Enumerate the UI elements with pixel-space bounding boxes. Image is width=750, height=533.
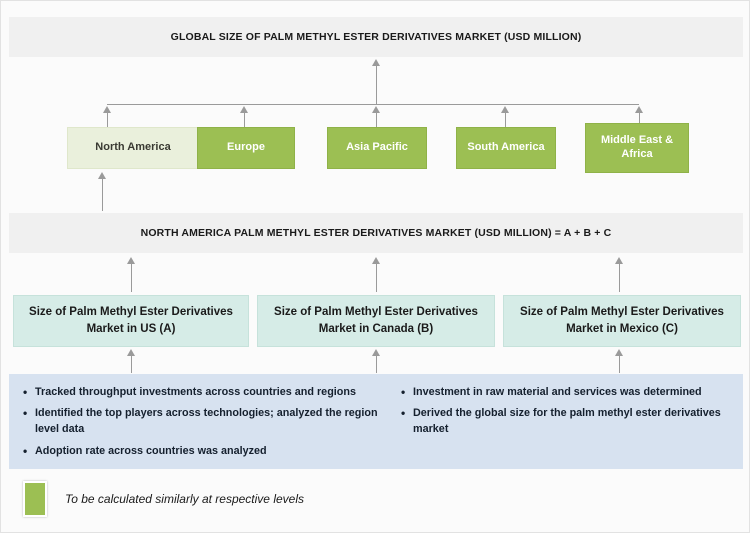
- connector-notes-to-us-line: [131, 356, 132, 373]
- legend-label: To be calculated similarly at respective…: [65, 492, 304, 506]
- note-item: Identified the top players across techno…: [23, 404, 381, 437]
- connector-us-to-na-arrow: [126, 257, 135, 264]
- region-label-middle-east-africa: Middle East & Africa: [600, 134, 674, 160]
- connector-asia-pacific-arrow: [371, 106, 380, 113]
- notes-column-left: Tracked throughput investments across co…: [9, 374, 387, 469]
- legend-swatch-green: [23, 481, 47, 517]
- methodology-notes-panel: Tracked throughput investments across co…: [9, 374, 743, 469]
- connector-mexico-to-na-arrow: [614, 257, 623, 264]
- region-bus-line: [107, 104, 639, 105]
- note-item: Tracked throughput investments across co…: [23, 383, 381, 401]
- connector-notes-to-us-arrow: [126, 349, 135, 356]
- connector-notes-to-mexico-arrow: [614, 349, 623, 356]
- connector-south-america-arrow: [500, 106, 509, 113]
- note-item: Adoption rate across countries was analy…: [23, 442, 381, 460]
- north-america-market-banner: NORTH AMERICA PALM METHYL ESTER DERIVATI…: [9, 213, 743, 253]
- connector-north-america-line: [107, 113, 108, 133]
- notes-column-right: Investment in raw material and services …: [387, 374, 743, 469]
- legend: To be calculated similarly at respective…: [23, 481, 304, 517]
- connector-bus-to-global-arrow: [371, 59, 380, 66]
- connector-north-america-arrow: [102, 106, 111, 113]
- connector-europe-line: [244, 113, 245, 133]
- country-label-mexico: Size of Palm Methyl Ester Derivatives Ma…: [520, 306, 724, 335]
- region-label-south-america: South America: [467, 141, 545, 154]
- region-box-europe[interactable]: Europe: [197, 127, 295, 169]
- region-label-europe: Europe: [227, 141, 265, 154]
- region-box-middle-east-africa[interactable]: Middle East & Africa: [585, 123, 689, 173]
- region-box-north-america[interactable]: North America: [67, 127, 199, 169]
- connector-notes-to-canada-arrow: [371, 349, 380, 356]
- connector-us-to-na-line: [131, 264, 132, 292]
- region-label-asia-pacific: Asia Pacific: [346, 141, 408, 154]
- connector-notes-to-canada-line: [376, 356, 377, 373]
- connector-mexico-to-na-line: [619, 264, 620, 292]
- region-box-south-america[interactable]: South America: [456, 127, 556, 169]
- connector-bus-to-global-line: [376, 66, 377, 104]
- connector-canada-to-na-arrow: [371, 257, 380, 264]
- region-label-north-america: North America: [95, 141, 171, 154]
- region-box-asia-pacific[interactable]: Asia Pacific: [327, 127, 427, 169]
- country-label-us: Size of Palm Methyl Ester Derivatives Ma…: [29, 306, 233, 335]
- country-box-mexico[interactable]: Size of Palm Methyl Ester Derivatives Ma…: [503, 295, 741, 347]
- connector-na-box-to-banner-arrow: [97, 172, 106, 179]
- country-box-canada[interactable]: Size of Palm Methyl Ester Derivatives Ma…: [257, 295, 495, 347]
- connector-notes-to-mexico-line: [619, 356, 620, 373]
- connector-south-america-line: [505, 113, 506, 133]
- note-item: Derived the global size for the palm met…: [401, 404, 737, 437]
- connector-asia-pacific-line: [376, 113, 377, 133]
- connector-na-box-to-banner-line: [102, 179, 103, 211]
- connector-europe-arrow: [239, 106, 248, 113]
- connector-middle-east-africa-arrow: [634, 106, 643, 113]
- connector-canada-to-na-line: [376, 264, 377, 292]
- country-box-us[interactable]: Size of Palm Methyl Ester Derivatives Ma…: [13, 295, 249, 347]
- country-label-canada: Size of Palm Methyl Ester Derivatives Ma…: [274, 306, 478, 335]
- note-item: Investment in raw material and services …: [401, 383, 737, 401]
- global-market-banner: GLOBAL SIZE OF PALM METHYL ESTER DERIVAT…: [9, 17, 743, 57]
